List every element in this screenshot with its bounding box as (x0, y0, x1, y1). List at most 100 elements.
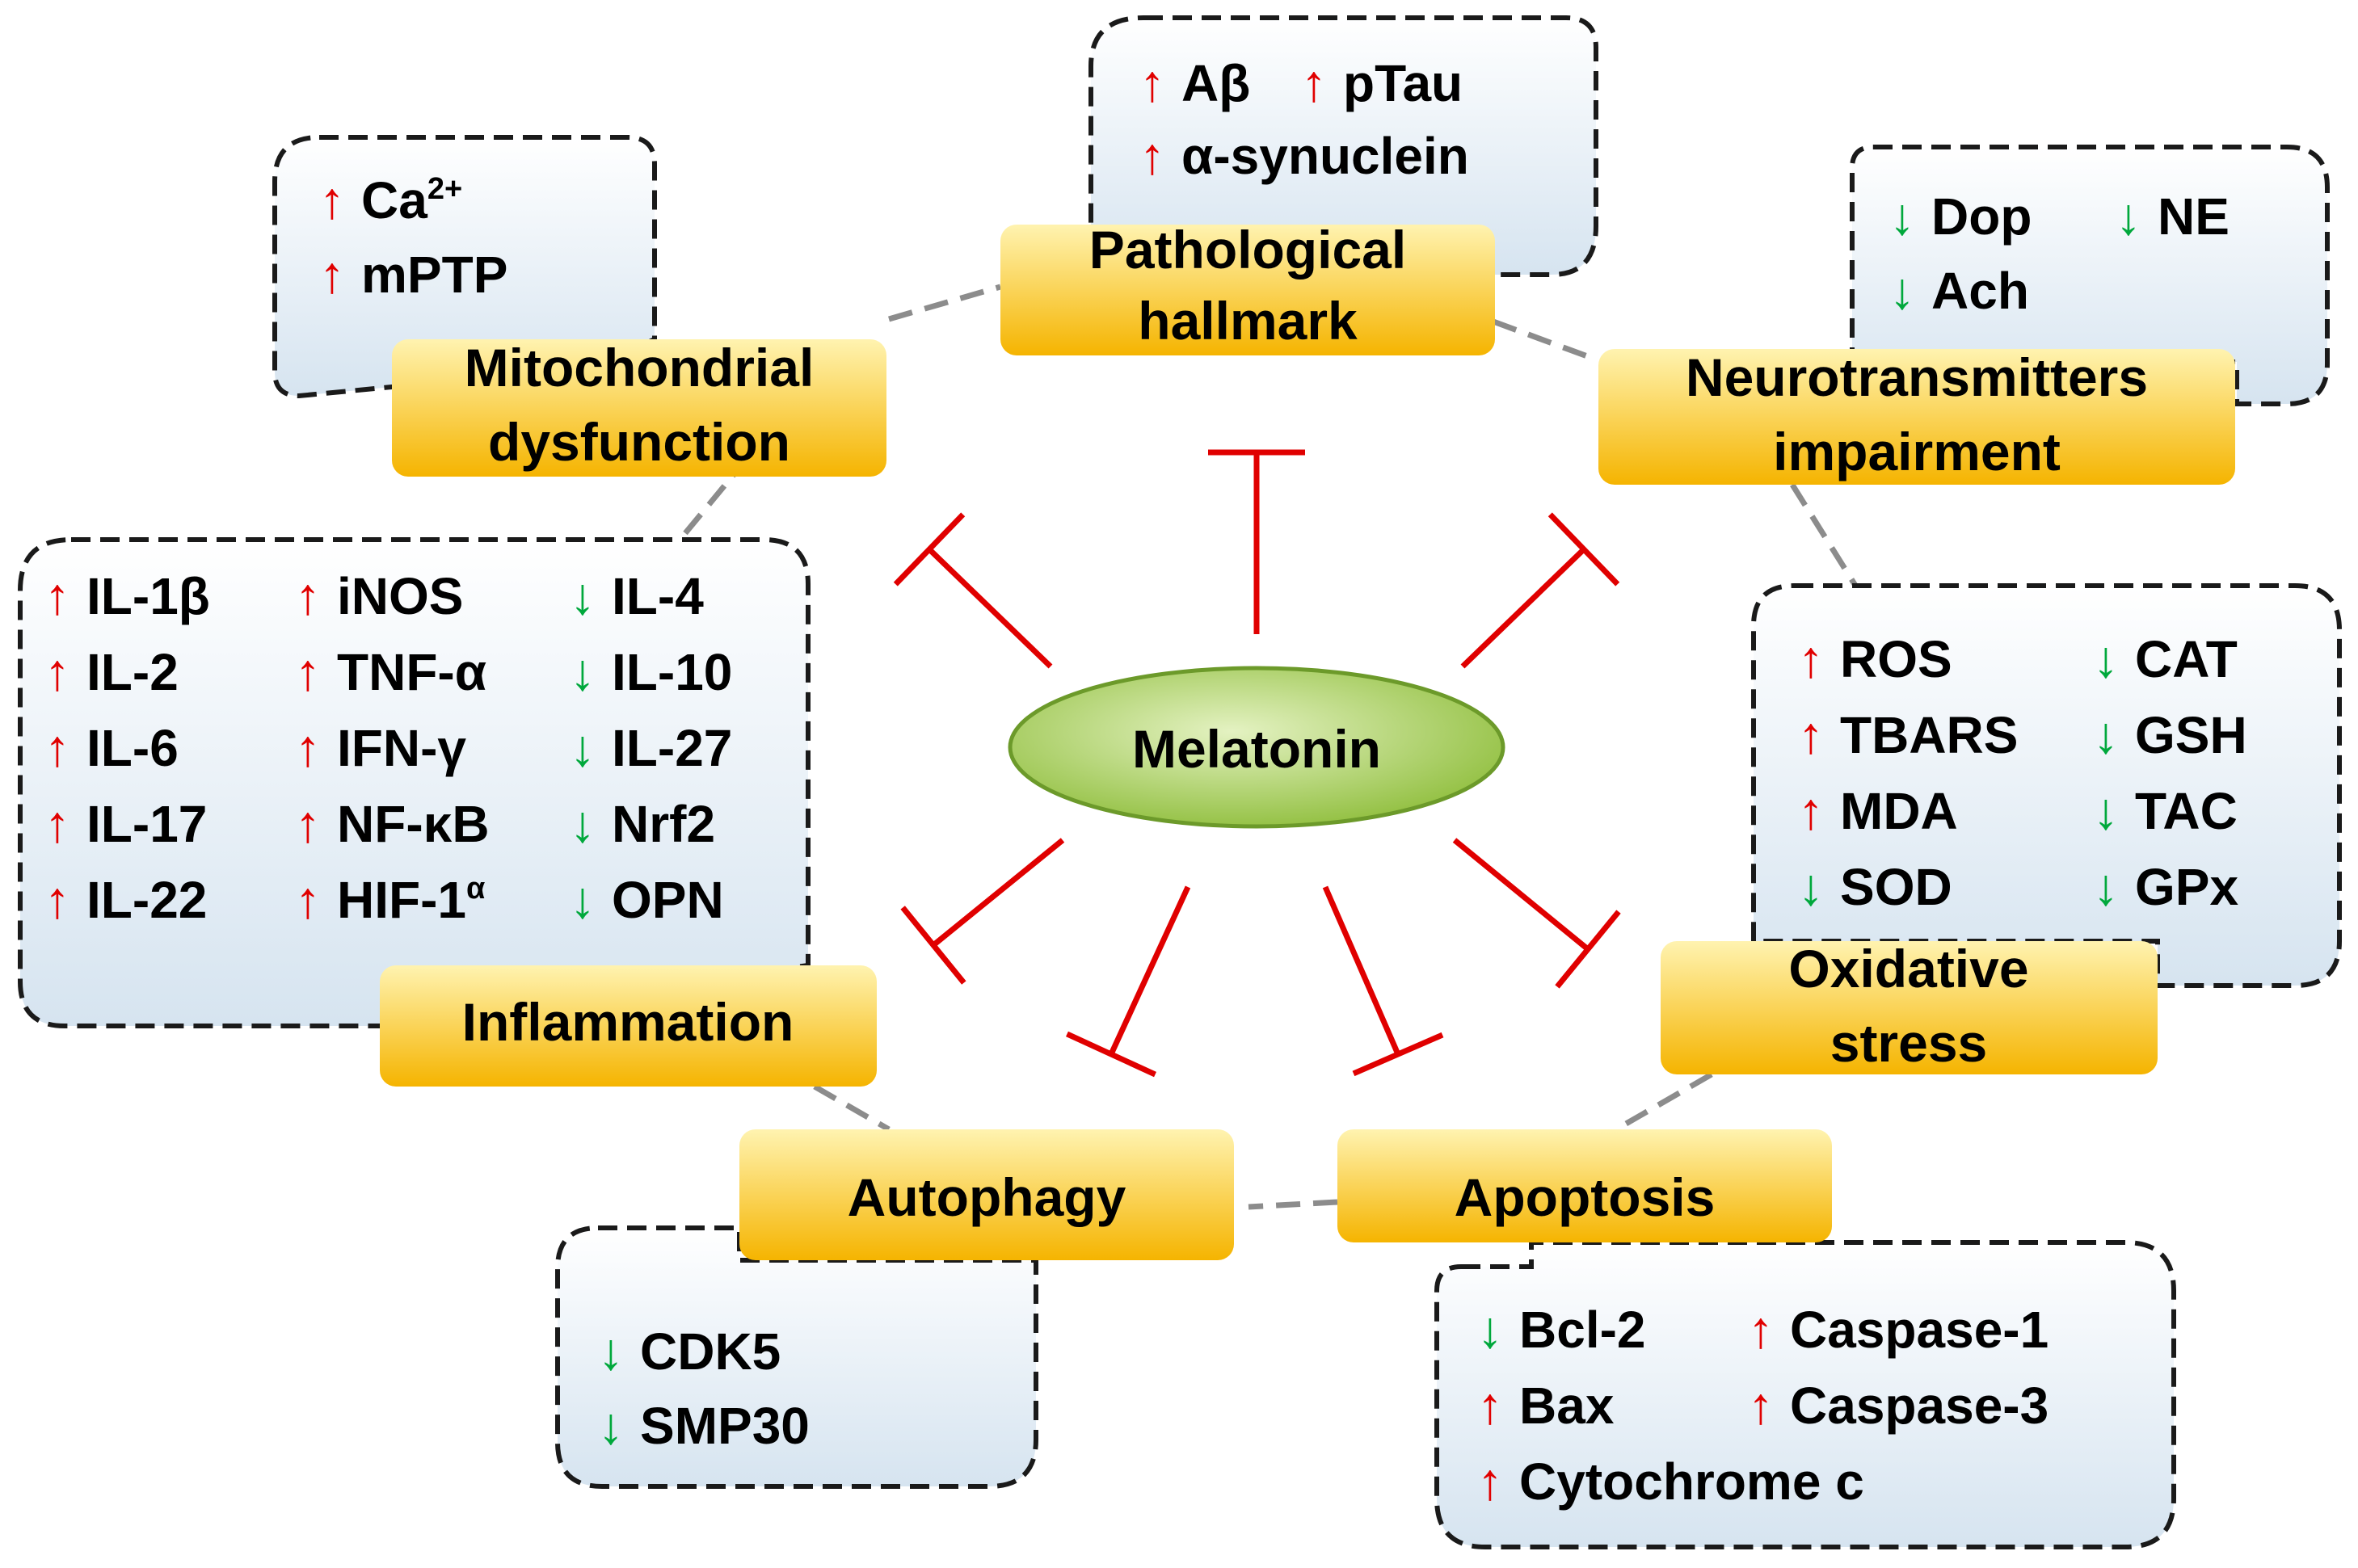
inhibition-bar (893, 512, 966, 586)
inhibition-line (1452, 838, 1590, 952)
inhibition-line (1108, 885, 1191, 1056)
inhibition-line (927, 547, 1053, 669)
down-arrow-icon: ↓ (570, 719, 596, 777)
header-box-oxidative (1661, 941, 2158, 1074)
marker-apoptosis: Cytochrome c (1519, 1452, 1864, 1511)
panel-box-mitochondrial (272, 135, 657, 399)
marker-oxidative: SOD (1840, 858, 1952, 916)
header-box-mitochondrial (392, 339, 886, 477)
panels (18, 15, 2342, 1549)
marker-apoptosis: Bax (1519, 1377, 1615, 1435)
header-box-pathological (1000, 225, 1495, 355)
up-arrow-icon: ↑ (295, 719, 321, 777)
down-arrow-icon: ↓ (598, 1397, 624, 1455)
up-arrow-icon: ↑ (1301, 54, 1327, 112)
marker-apoptosis: Caspase-1 (1790, 1301, 2049, 1359)
up-arrow-icon: ↑ (319, 246, 345, 304)
up-arrow-icon: ↑ (1798, 782, 1824, 840)
inhibition-lines (893, 449, 1621, 1078)
header-box-inflammation (380, 965, 877, 1087)
connector-inflam-auto (813, 1083, 891, 1133)
down-arrow-icon: ↓ (2093, 706, 2119, 764)
header-autophagy-line-0: Autophagy (848, 1167, 1126, 1227)
panel-box-neurotransmitters (1850, 145, 2330, 406)
panel-box-oxidative (1751, 583, 2342, 988)
header-box-autophagy (739, 1129, 1234, 1260)
marker-oxidative: MDA (1840, 782, 1958, 840)
up-arrow-icon: ↑ (1139, 127, 1165, 185)
marker-oxidative: CAT (2135, 630, 2238, 688)
marker-inflammation: TNF-α (337, 643, 486, 701)
marker-oxidative: GPx (2135, 858, 2238, 916)
header-mitochondrial-line-1: dysfunction (488, 412, 790, 472)
marker-pathological: α-synuclein (1181, 127, 1469, 185)
header-pathological-line-1: hallmark (1138, 291, 1358, 351)
up-arrow-icon: ↑ (44, 719, 70, 777)
up-arrow-icon: ↑ (44, 567, 70, 625)
down-arrow-icon: ↓ (1477, 1301, 1503, 1359)
marker-autophagy: SMP30 (640, 1397, 810, 1455)
panel-box-inflammation (18, 537, 811, 1028)
inhibition-line (1460, 547, 1586, 669)
inhibition-bar (900, 906, 966, 985)
marker-inflammation: OPN (612, 871, 724, 929)
marker-neurotransmitters: NE (2158, 187, 2230, 246)
melatonin-ellipse (1008, 666, 1505, 829)
inhibition-bar (1066, 1031, 1156, 1078)
marker-inflammation: IL-1β (86, 567, 210, 625)
up-arrow-icon: ↑ (1139, 54, 1165, 112)
connector-mito-path (888, 284, 1001, 322)
marker-oxidative: GSH (2135, 706, 2247, 764)
connector-path-neuro (1492, 318, 1598, 363)
header-oxidative-line-1: stress (1830, 1013, 1988, 1073)
up-arrow-icon: ↑ (295, 567, 321, 625)
header-mitochondrial-line-0: Mitochondrial (465, 338, 815, 397)
down-arrow-icon: ↓ (570, 567, 596, 625)
down-arrow-icon: ↓ (1889, 187, 1915, 246)
panel-box-pathological (1088, 15, 1598, 277)
header-neurotransmitters-line-1: impairment (1773, 422, 2061, 481)
marker-oxidative: TAC (2135, 782, 2238, 840)
marker-inflammation: iNOS (337, 567, 463, 625)
inhibition-bar (1352, 1032, 1444, 1077)
marker-inflammation: IL-27 (612, 719, 732, 777)
header-labels: PathologicalhallmarkMitochondrialdysfunc… (462, 220, 2148, 1227)
up-arrow-icon: ↑ (1748, 1377, 1774, 1435)
down-arrow-icon: ↓ (1798, 858, 1824, 916)
connector-oxid-apop (1615, 1071, 1713, 1133)
header-box-neurotransmitters (1598, 349, 2235, 485)
header-oxidative-line-0: Oxidative (1788, 939, 2028, 998)
marker-superscript: α (466, 872, 485, 906)
header-box-apoptosis (1337, 1129, 1832, 1242)
marker-apoptosis: Bcl-2 (1519, 1301, 1646, 1359)
marker-inflammation: IL-17 (86, 795, 207, 853)
marker-oxidative: TBARS (1840, 706, 2018, 764)
up-arrow-icon: ↑ (1798, 630, 1824, 688)
marker-neurotransmitters: Ach (1931, 262, 2029, 320)
ring-connectors (683, 284, 1859, 1210)
down-arrow-icon: ↓ (2093, 782, 2119, 840)
down-arrow-icon: ↓ (570, 871, 596, 929)
inhibition-bar (1555, 910, 1621, 989)
panel-box-autophagy (555, 1225, 1038, 1489)
marker-inflammation: NF-κB (337, 795, 490, 853)
connector-inflam-mito (683, 470, 738, 536)
marker-oxidative: ROS (1840, 630, 1952, 688)
marker-inflammation: IL-10 (612, 643, 732, 701)
marker-autophagy: CDK5 (640, 1322, 781, 1381)
inhibition-line (1322, 885, 1401, 1056)
header-apoptosis-line-0: Apoptosis (1455, 1167, 1716, 1227)
marker-mitochondrial: mPTP (361, 246, 507, 304)
up-arrow-icon: ↑ (44, 643, 70, 701)
up-arrow-icon: ↑ (1798, 706, 1824, 764)
down-arrow-icon: ↓ (1889, 262, 1915, 320)
marker-apoptosis: Caspase-3 (1790, 1377, 2049, 1435)
connector-neuro-oxid (1790, 483, 1859, 590)
up-arrow-icon: ↑ (295, 871, 321, 929)
melatonin-label: Melatonin (1132, 719, 1381, 779)
up-arrow-icon: ↑ (319, 171, 345, 229)
header-neurotransmitters-line-0: Neurotransmitters (1686, 347, 2148, 407)
down-arrow-icon: ↓ (598, 1322, 624, 1381)
marker-inflammation: IFN-γ (337, 719, 466, 777)
down-arrow-icon: ↓ (570, 795, 596, 853)
